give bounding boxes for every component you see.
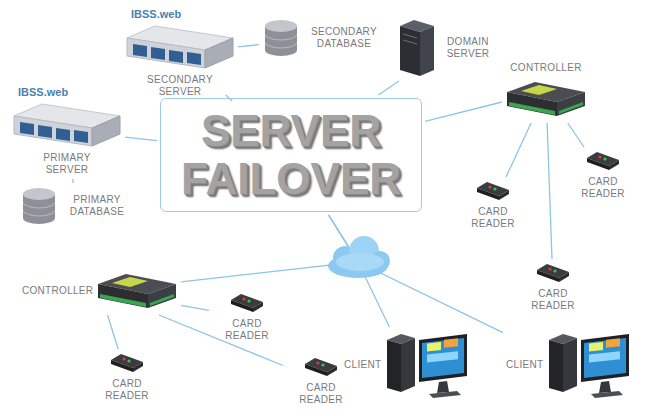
device-icon [262, 18, 300, 58]
network-link [568, 123, 584, 147]
database-cylinder [20, 186, 58, 226]
network-link [181, 305, 209, 310]
device-label: CARD READER [568, 176, 638, 200]
brand-label: IBSS.web [18, 86, 68, 98]
device-label: CLIENT [344, 359, 381, 371]
device-label: CARD READER [458, 206, 528, 230]
card-reader [535, 262, 571, 284]
device-icon [12, 102, 122, 148]
controller-unit [505, 78, 587, 120]
device-label: CARD READER [518, 288, 588, 312]
network-link [547, 123, 552, 259]
network-link [425, 102, 502, 121]
device-node: CARD READER [92, 352, 162, 402]
device-icon [109, 352, 145, 374]
network-link [329, 215, 390, 327]
network-link [238, 45, 259, 47]
card-reader [109, 352, 145, 374]
device-node: DOMAIN SERVER [398, 18, 496, 78]
rack-server [125, 24, 235, 70]
card-reader [475, 180, 511, 202]
network-link [379, 81, 399, 95]
card-reader [229, 292, 265, 314]
rack-server [12, 102, 122, 148]
device-node: CARD READER [212, 292, 282, 342]
device-label: CARD READER [212, 318, 282, 342]
client-workstation [385, 330, 471, 400]
device-node: SECONDARY DATABASE [262, 18, 384, 58]
device-label: DOMAIN SERVER [440, 36, 496, 60]
device-label: CONTROLLER [510, 62, 581, 74]
device-icon [505, 78, 587, 120]
controller-unit [96, 270, 178, 312]
device-icon [398, 18, 436, 78]
device-label: CLIENT [506, 359, 543, 371]
network-link [108, 315, 119, 349]
device-icon [585, 150, 621, 172]
device-label: CARD READER [286, 382, 356, 406]
device-icon [303, 356, 339, 378]
device-icon [385, 330, 471, 400]
device-node: CARD READER [458, 180, 528, 230]
device-icon [475, 180, 511, 202]
network-link [181, 215, 358, 282]
network-cloud [328, 236, 390, 278]
database-cylinder [262, 18, 300, 58]
device-node: CARD READER [518, 262, 588, 312]
brand-label: IBSS.web [131, 8, 181, 20]
card-reader [303, 356, 339, 378]
failover-heading: SERVER FAILOVER [171, 107, 411, 203]
device-node: CLIENT [344, 330, 471, 400]
device-node: PRIMARY DATABASE [20, 186, 132, 226]
device-label: SECONDARY DATABASE [304, 26, 384, 50]
device-node: CONTROLLER [22, 270, 178, 312]
device-icon [125, 24, 235, 70]
network-link [506, 123, 531, 177]
domain-server-tower [398, 18, 436, 78]
device-node: CARD READER [568, 150, 638, 200]
device-label: PRIMARY DATABASE [62, 194, 132, 218]
network-link [159, 315, 283, 366]
device-icon [229, 292, 265, 314]
device-label: PRIMARY SERVER [32, 152, 102, 176]
device-node: CONTROLLER [505, 62, 587, 120]
device-node: IBSS.webSECONDARY SERVER [125, 8, 235, 98]
device-label: SECONDARY SERVER [140, 74, 220, 98]
network-link [125, 137, 157, 140]
client-workstation [547, 330, 633, 400]
device-label: CONTROLLER [22, 285, 92, 297]
device-icon [547, 330, 633, 400]
network-link [329, 215, 503, 333]
device-node: CLIENT [506, 330, 633, 400]
network-link [72, 179, 74, 183]
failover-frame: SERVER FAILOVER [160, 98, 422, 212]
device-icon [96, 270, 178, 312]
device-label: CARD READER [92, 378, 162, 402]
card-reader [585, 150, 621, 172]
device-node: IBSS.webPRIMARY SERVER [12, 86, 122, 176]
device-icon [20, 186, 58, 226]
device-icon [535, 262, 571, 284]
